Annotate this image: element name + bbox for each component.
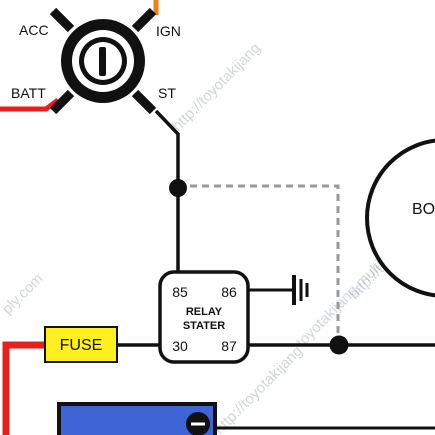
watermark-top: http://toyotakijang [169,40,264,135]
dashed-wire [178,184,340,344]
relay-starter [158,270,250,364]
switch-label-ign: IGN [156,23,181,39]
ground-symbol-icon [292,275,309,305]
junction-dot-output [329,335,349,355]
switch-label-batt: BATT [11,85,46,101]
relay-name-line2: STATER [183,320,225,332]
fuse-feed-wire [2,341,46,435]
ignition-switch [49,7,157,115]
watermark-left: ply.com [0,270,47,318]
switch-tick-batt [49,89,75,115]
key-slot-icon [99,47,106,76]
switch-tick-acc [49,7,75,33]
relay-pin-86: 86 [221,284,237,300]
switch-tick-st [131,89,157,115]
batt-wire [0,98,60,112]
relay-pin-87: 87 [221,338,237,354]
switch-label-acc: ACC [19,22,49,38]
relay-pin-85: 85 [172,284,188,300]
fuse [44,326,118,363]
battery [57,402,435,435]
switch-label-st: ST [158,85,176,101]
st-wire [154,109,180,188]
partial-component-label: BO [412,201,435,218]
fuse-label: FUSE [60,337,103,354]
junction-dot-st [169,179,187,197]
switch-tick-ign [131,7,157,33]
relay-name-line1: RELAY [186,306,223,318]
relay-pin-30: 30 [172,338,188,354]
partial-component-circle [365,138,435,298]
